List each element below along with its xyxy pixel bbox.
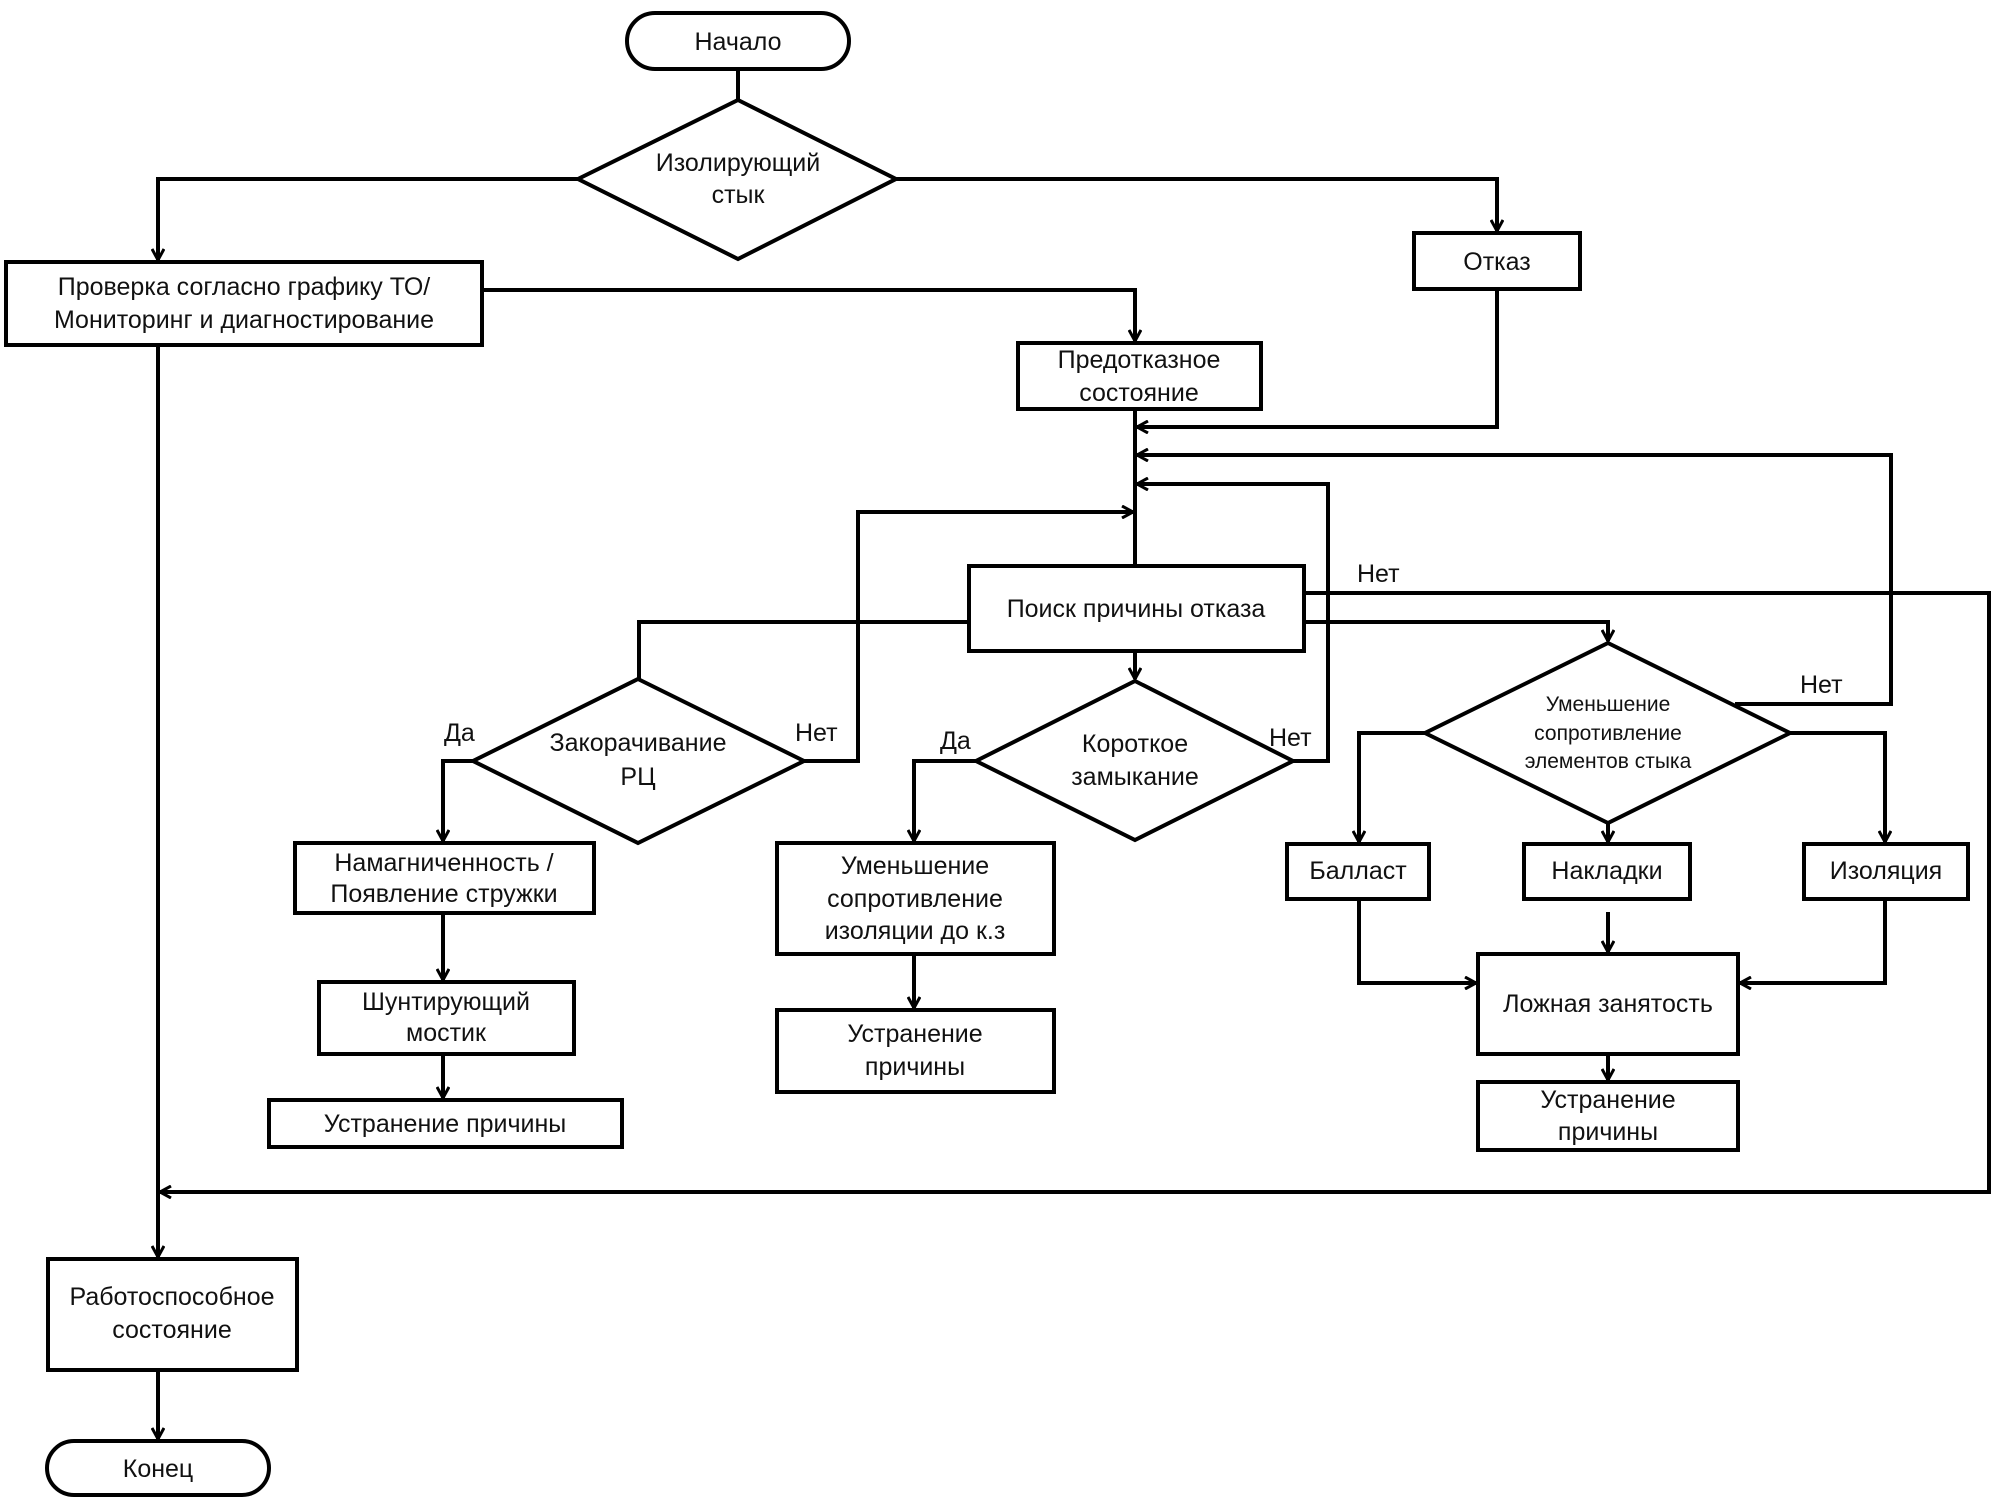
node-rc-shorting-decision: Закорачивание РЦ (468, 676, 809, 846)
node-label: сопротивление (1534, 722, 1682, 745)
connector-joint-to-inspection (158, 177, 578, 260)
node-label: Уменьшение (841, 852, 989, 880)
node-pre-failure: Предотказное состояние (1016, 341, 1263, 411)
node-search-cause: Поиск причины отказа (967, 564, 1306, 653)
node-label: Короткое (1082, 730, 1188, 758)
connector-joint-to-failure (896, 177, 1497, 231)
node-label: состояние (112, 1316, 231, 1344)
node-label: Изолирующий (656, 149, 820, 177)
node-label: причины (1558, 1118, 1658, 1146)
connector-joint-resistance-no-loop (1137, 455, 1893, 706)
node-label: Шунтирующий (362, 988, 530, 1016)
node-label: Конец (123, 1455, 194, 1483)
node-label: Начало (694, 28, 781, 56)
connector-ballast-to-false-occupancy (1357, 899, 1476, 983)
connector-jr-to-insulation (1790, 731, 1885, 842)
node-false-occupancy: Ложная занятость (1476, 952, 1740, 1056)
node-pads: Накладки (1522, 842, 1692, 901)
node-insulation: Изоляция (1802, 842, 1970, 901)
edge-label-rc-no: Нет (795, 719, 838, 747)
node-label: Устранение (1540, 1086, 1675, 1114)
connector-search-no-to-operational (160, 591, 1991, 1192)
node-label: Устранение причины (324, 1110, 566, 1138)
node-label: замыкание (1071, 763, 1199, 791)
node-fix-2: Устранение причины (775, 1008, 1056, 1094)
node-joint-resistance-decision: Уменьшение сопротивление элементов стыка (1420, 640, 1795, 826)
node-label: Намагниченность / (334, 849, 553, 877)
node-label: причины (865, 1053, 965, 1081)
node-ballast: Балласт (1285, 842, 1431, 901)
node-shunt-bridge: Шунтирующий мостик (317, 980, 576, 1056)
node-label: РЦ (620, 763, 656, 791)
node-insulating-joint-decision: Изолирующий стык (573, 97, 901, 262)
node-label: Устранение (847, 1020, 982, 1048)
node-short-circuit-decision: Короткое замыкание (971, 678, 1298, 843)
connector-rc-shorting-no-loop (804, 512, 1133, 763)
node-insulation-drop: Уменьшение сопротивление изоляции до к.з (775, 841, 1056, 956)
edge-label-search-no: Нет (1357, 560, 1400, 588)
connector-sc-yes-to-insulation-drop (914, 759, 976, 841)
node-label: элементов стыка (1525, 750, 1692, 773)
node-magnetization: Намагниченность / Появление стружки (293, 841, 596, 915)
node-inspection: Проверка согласно графику ТО/ Мониторинг… (4, 260, 484, 347)
node-label: Поиск причины отказа (1007, 595, 1266, 623)
node-fix-3: Устранение причины (1476, 1080, 1740, 1152)
node-label: Накладки (1551, 857, 1662, 885)
node-label: Ложная занятость (1503, 990, 1713, 1018)
edge-label-jr-no: Нет (1800, 671, 1843, 699)
connector-search-to-joint-resistance (1304, 620, 1608, 641)
node-label: изоляции до к.з (825, 917, 1006, 945)
connectors (158, 69, 1991, 1439)
node-label: Уменьшение (1546, 693, 1671, 716)
node-label: Предотказное (1058, 346, 1221, 374)
connector-failure-to-main (1137, 289, 1499, 427)
node-label: стык (712, 181, 766, 209)
node-end: Конец (45, 1439, 271, 1497)
edge-label-sc-yes: Да (940, 727, 971, 755)
node-start: Начало (625, 11, 851, 71)
connector-search-to-rc-shorting (637, 620, 969, 679)
node-label: Появление стружки (330, 880, 557, 908)
edge-label-rc-yes: Да (444, 719, 475, 747)
connector-insulation-to-false-occupancy (1740, 899, 1887, 983)
node-operational: Работоспособное состояние (46, 1257, 299, 1372)
node-label: мостик (406, 1019, 487, 1047)
edge-labels: Нет Да Нет Да Нет Нет (444, 560, 1843, 755)
node-label: состояние (1079, 379, 1198, 407)
node-label: Закорачивание (550, 729, 727, 757)
node-label: Проверка согласно графику ТО/ (58, 273, 431, 301)
node-fix-1: Устранение причины (267, 1098, 624, 1149)
node-label: Работоспособное (69, 1283, 274, 1311)
node-label: Изоляция (1830, 857, 1942, 885)
edge-label-sc-no: Нет (1269, 724, 1312, 752)
connector-rc-yes-to-magnetization (443, 759, 473, 841)
node-label: сопротивление (827, 885, 1003, 913)
node-label: Мониторинг и диагностирование (54, 306, 434, 334)
connector-jr-to-ballast (1359, 731, 1425, 842)
node-label: Балласт (1309, 857, 1407, 885)
node-label: Отказ (1463, 248, 1530, 276)
node-failure: Отказ (1412, 231, 1582, 291)
connector-inspection-to-prefailure (482, 288, 1135, 341)
